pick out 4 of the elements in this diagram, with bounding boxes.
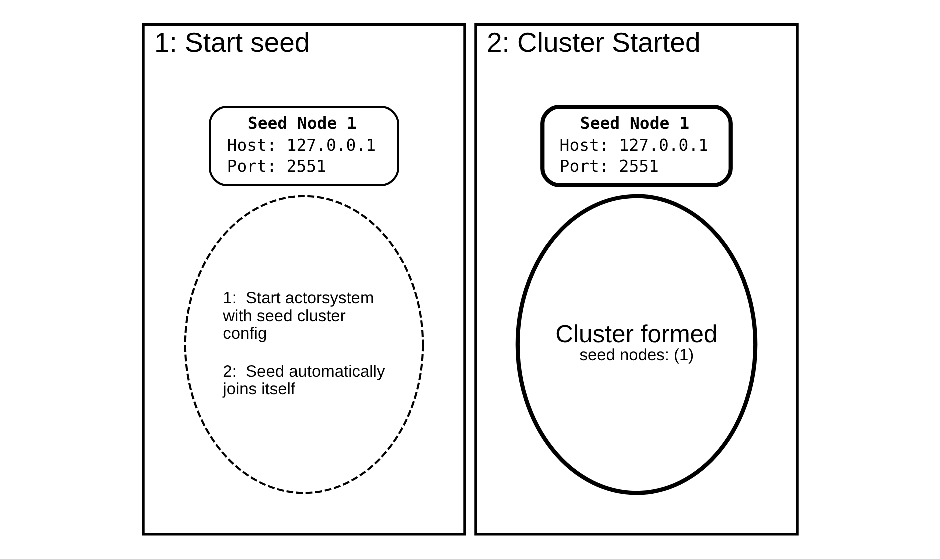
- node-box: Seed Node 1 Host: 127.0.0.1 Port: 2551: [540, 105, 732, 188]
- node-ellipse: 1: Start actorsystem with seed cluster config 2: Seed automatically joins itself: [184, 195, 424, 494]
- node-box: Seed Node 1 Host: 127.0.0.1 Port: 2551: [208, 106, 399, 186]
- node-ellipse: Cluster formed seed nodes: (1): [515, 194, 758, 496]
